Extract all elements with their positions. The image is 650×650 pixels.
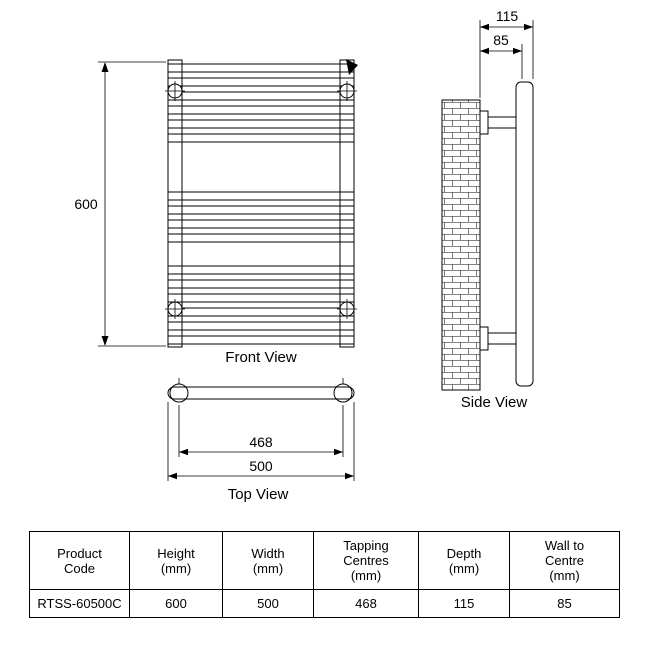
bracket-top-left [165, 81, 185, 101]
header-height: Height (mm) [129, 531, 223, 590]
spec-table-container: Product Code Height (mm) Width (mm) Tapp… [29, 531, 620, 618]
depth-dimension: 115 [479, 8, 534, 98]
side-bracket-top [479, 110, 517, 135]
width-dimension: 500 [167, 402, 355, 481]
value-wall-to-centre: 85 [509, 589, 620, 618]
top-view-label: Top View [228, 486, 289, 503]
width-dim-value: 500 [249, 458, 273, 474]
value-height: 600 [129, 589, 223, 618]
height-dim-value: 600 [74, 196, 98, 212]
header-product-code: Product Code [29, 531, 130, 590]
bracket-arm [487, 332, 517, 345]
arrowhead-left [179, 448, 188, 456]
pointer-arrow [346, 59, 358, 75]
radiator-bar [167, 133, 355, 143]
radiator-bar [167, 219, 355, 229]
arrowhead-up [101, 62, 109, 72]
height-dimension: 600 [74, 61, 166, 347]
radiator-bar [167, 105, 355, 115]
radiator-bar [167, 191, 355, 201]
arrowhead-right [334, 448, 343, 456]
left-rail [167, 59, 183, 348]
top-view: 468 500 Top View [167, 378, 355, 503]
spec-data-row: RTSS-60500C 600 500 468 115 85 [29, 589, 620, 618]
arrowhead-left [480, 23, 489, 31]
arrowhead-right [345, 472, 354, 480]
depth-dim-value: 115 [496, 8, 519, 24]
radiator-bar [167, 293, 355, 303]
arrowhead-left [480, 47, 489, 55]
radiator-bar [167, 265, 355, 275]
value-product-code: RTSS-60500C [29, 589, 130, 618]
arrowhead-left [168, 472, 177, 480]
side-view-label: Side View [461, 394, 528, 411]
arrowhead-right [513, 47, 522, 55]
arrowhead-right [524, 23, 533, 31]
radiator-bar [167, 119, 355, 129]
header-width: Width (mm) [222, 531, 314, 590]
wall-to-centre-dimension: 85 [480, 32, 523, 79]
bracket-bottom-right [337, 299, 357, 319]
header-depth: Depth (mm) [418, 531, 510, 590]
tapping-centres-dim-value: 468 [249, 434, 273, 450]
radiator-bar [167, 91, 355, 101]
radiator-bar [167, 335, 355, 345]
technical-drawing: 600 Front View 115 [74, 8, 534, 503]
bracket-plate [479, 326, 489, 351]
arrowhead-down [101, 336, 109, 346]
radiator-bar [167, 77, 355, 87]
spec-header-row: Product Code Height (mm) Width (mm) Tapp… [29, 531, 620, 590]
top-tube [167, 386, 355, 400]
radiator-bar [167, 233, 355, 243]
rail-side-profile [515, 81, 534, 387]
header-tapping-centres: Tapping Centres (mm) [313, 531, 419, 590]
side-view: 115 85 Side View [441, 8, 534, 411]
side-bracket-bottom [479, 326, 517, 351]
radiator-bar [167, 205, 355, 215]
radiator-bar [167, 321, 355, 331]
tapping-centres-dimension: 468 [178, 405, 344, 457]
wall-brick-hatch [441, 99, 481, 391]
wall-to-centre-dim-value: 85 [493, 32, 509, 48]
spec-table: Product Code Height (mm) Width (mm) Tapp… [29, 531, 620, 618]
value-tapping-centres: 468 [313, 589, 419, 618]
value-width: 500 [222, 589, 314, 618]
front-view-label: Front View [225, 349, 297, 366]
radiator-bar [167, 63, 355, 73]
front-view: 600 Front View [74, 59, 358, 366]
bracket-bottom-left [165, 299, 185, 319]
value-depth: 115 [418, 589, 510, 618]
radiator-bar [167, 307, 355, 317]
header-wall-to-centre: Wall to Centre (mm) [509, 531, 620, 590]
bracket-arm [487, 116, 517, 129]
bracket-plate [479, 110, 489, 135]
radiator-bar [167, 279, 355, 289]
radiator-bars [167, 63, 355, 345]
bracket-top-right [337, 81, 357, 101]
